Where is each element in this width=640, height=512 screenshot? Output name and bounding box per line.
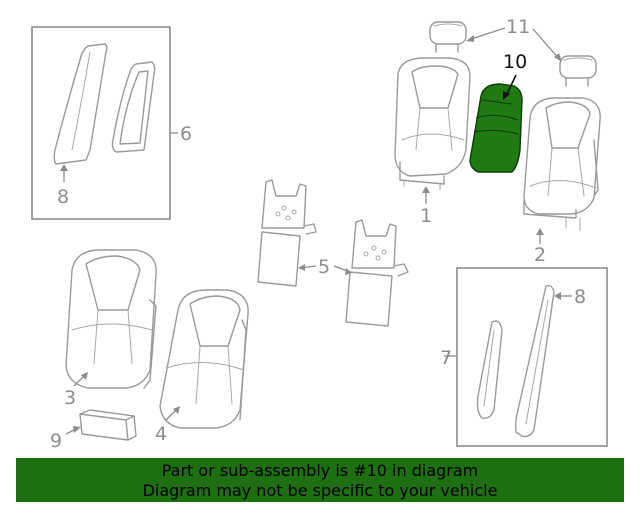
trim-strip-7 xyxy=(476,320,503,420)
callout-6: 6 xyxy=(180,123,192,145)
info-footer: Part or sub-assembly is #10 in diagram D… xyxy=(16,458,624,502)
trim-strip-8 xyxy=(515,284,555,438)
armrest-part-10 xyxy=(469,83,523,173)
seat-back-1 xyxy=(394,57,471,191)
seat-back-3 xyxy=(65,249,157,389)
callout-5: 5 xyxy=(318,256,330,278)
footer-line-2: Diagram may not be specific to your vehi… xyxy=(142,481,498,500)
callout-1: 1 xyxy=(420,205,432,227)
inset-box-6 xyxy=(31,26,171,220)
trim-panel-left xyxy=(53,43,108,165)
part-9-block xyxy=(79,409,137,441)
callout-2: 2 xyxy=(534,244,546,266)
headrest-left xyxy=(429,21,467,53)
footer-line-1: Part or sub-assembly is #10 in diagram xyxy=(161,461,479,480)
callout-7: 7 xyxy=(440,347,452,369)
callout-11: 11 xyxy=(506,16,530,38)
seat-back-2 xyxy=(523,97,601,231)
seat-back-4 xyxy=(159,289,249,429)
callout-10: 10 xyxy=(503,51,527,73)
callout-8-right: 8 xyxy=(574,286,586,308)
part-10-body xyxy=(469,83,523,173)
callout-3: 3 xyxy=(64,387,76,409)
callout-4: 4 xyxy=(155,423,167,445)
callout-9: 9 xyxy=(50,430,62,452)
headrest-right xyxy=(559,55,597,87)
trim-panel-right xyxy=(111,61,156,153)
callout-8-left: 8 xyxy=(57,186,69,208)
bracket-5-left xyxy=(257,179,317,287)
bracket-5-right xyxy=(345,219,409,327)
inset-box-7 xyxy=(456,267,608,447)
parts-diagram: 6 8 11 1 2 xyxy=(31,16,608,452)
